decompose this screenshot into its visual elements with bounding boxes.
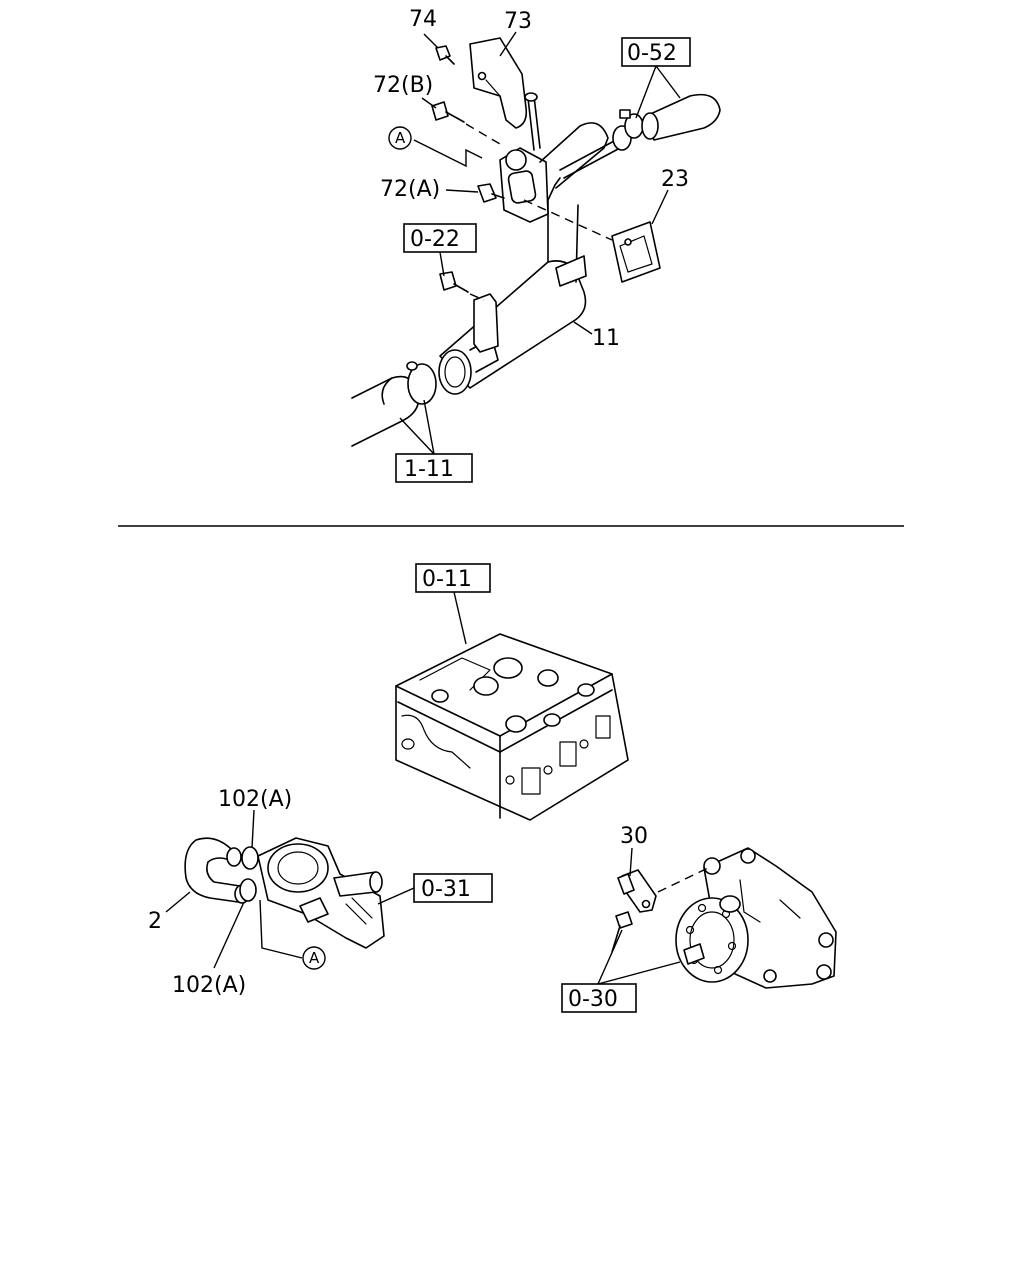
label-2: 2 [148, 909, 162, 934]
bolt-part-72a [477, 183, 505, 203]
bolt-0-30 [611, 911, 633, 953]
ref-box-0-30 [561, 983, 637, 1013]
label-23: 23 [661, 167, 689, 192]
hose-clamp-102a-lower [239, 878, 257, 902]
bolt-part-72b [431, 101, 465, 123]
leader-74 [423, 33, 439, 49]
marker-a-circle-lower [302, 946, 326, 970]
water-pump-0-30 [675, 847, 837, 989]
hose-clamp-102a-upper [241, 846, 259, 870]
label-74: 74 [409, 7, 437, 32]
label-72b: 72(B) [373, 73, 433, 98]
ref-box-0-31 [413, 873, 493, 903]
leader-1-11 [399, 399, 435, 455]
bracket-part-30 [617, 869, 657, 913]
ref-0-52: 0-52 [627, 41, 677, 66]
leader-0-30 [597, 929, 681, 985]
marker-a-leader-upper [413, 139, 483, 168]
leader-72a [445, 189, 479, 193]
leader-23 [651, 189, 669, 225]
leader-0-22 [439, 251, 445, 277]
ref-box-0-11 [415, 563, 491, 593]
ref-box-0-22 [403, 223, 477, 253]
gasket-part-23 [611, 221, 661, 283]
gasket-alignment [523, 199, 613, 241]
label-102a-bottom: 102(A) [172, 973, 246, 998]
label-72a: 72(A) [380, 177, 440, 202]
leader-102a-top [251, 809, 255, 849]
upper-assembly: 74 73 72(B) 72(A) 23 11 A 0-52 0-22 1-11 [351, 7, 721, 483]
marker-a-lower: A [309, 949, 320, 967]
label-30: 30 [620, 824, 648, 849]
ref-1-11: 1-11 [404, 457, 454, 482]
leader-73 [499, 31, 517, 57]
marker-a-upper: A [395, 129, 406, 147]
ref-0-30: 0-30 [568, 987, 618, 1012]
label-11: 11 [592, 326, 620, 351]
label-73: 73 [504, 9, 532, 34]
rubber-hose-0-52 [641, 93, 721, 141]
ref-0-11: 0-11 [422, 567, 472, 592]
ref-0-22: 0-22 [410, 227, 460, 252]
bolt-0-22-alignment [469, 293, 485, 301]
bolt-72b-alignment [465, 123, 501, 145]
leader-102a-bottom [213, 901, 245, 969]
hose-part-2 [184, 837, 250, 904]
leader-0-11 [453, 591, 467, 645]
lower-assembly: 102(A) 2 102(A) 30 A 0-11 0-31 0-30 [148, 563, 837, 1013]
pipe-flange [499, 122, 609, 223]
marker-a-leader-lower [259, 899, 303, 959]
thermostat-housing-0-31 [257, 837, 385, 949]
leader-0-52 [635, 65, 681, 119]
leader-72b [421, 97, 437, 109]
bolt-0-22 [439, 271, 469, 293]
label-102a-top: 102(A) [218, 787, 292, 812]
bolt-part-74 [435, 45, 455, 65]
leader-0-31 [377, 887, 415, 905]
leader-11 [573, 321, 593, 335]
bracket-30-alignment [657, 867, 709, 893]
leader-2 [165, 891, 191, 913]
cylinder-head-0-11 [395, 633, 629, 821]
ref-0-31: 0-31 [421, 877, 471, 902]
ref-box-1-11 [395, 453, 473, 483]
tube-hose-clamp [406, 361, 437, 405]
water-pipe-part-11 [438, 184, 587, 395]
bracket-part-73 [469, 37, 541, 151]
ref-box-0-52 [621, 37, 691, 67]
leader-30 [629, 847, 633, 877]
marker-a-circle-upper [388, 126, 412, 150]
